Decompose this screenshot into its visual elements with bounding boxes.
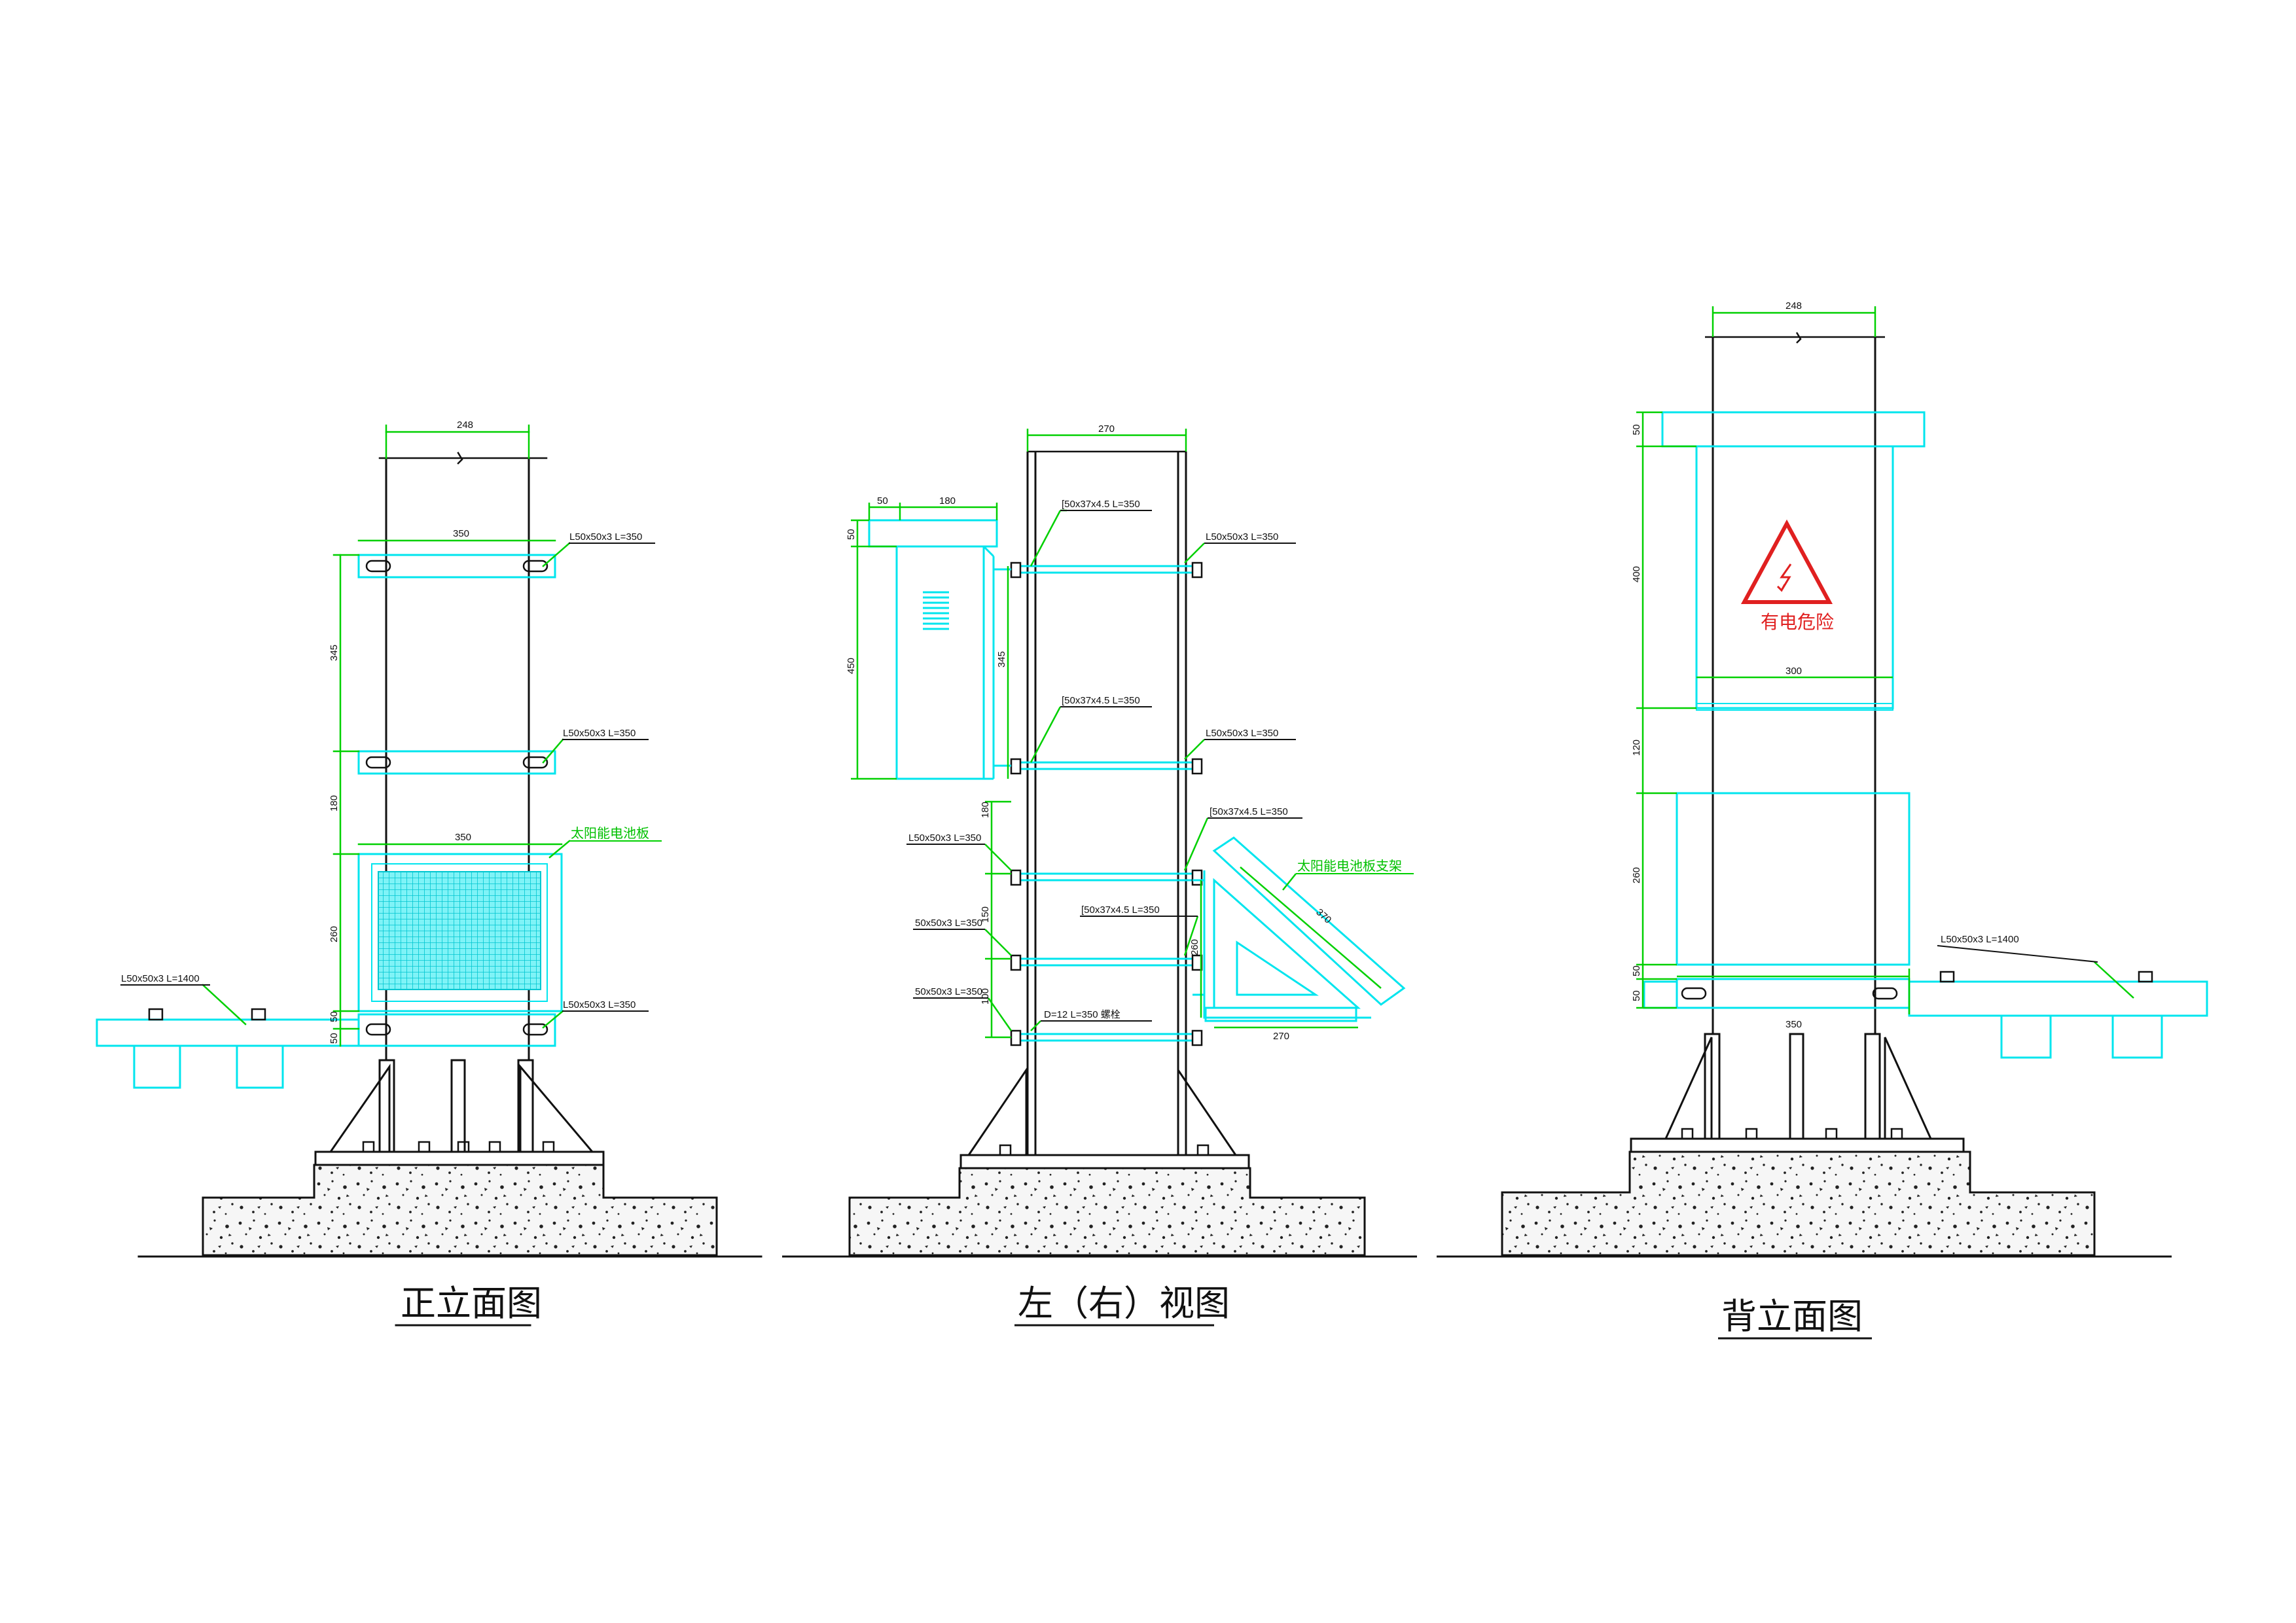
warning-text: 有电危险 — [1761, 612, 1834, 632]
side-label-bolt: D=12 L=350 螺栓 — [1044, 1009, 1121, 1020]
side-solar-bracket — [1193, 836, 1406, 1022]
front-dim-bracket: 350 — [453, 528, 469, 539]
side-dim-vb: 150 — [980, 906, 991, 923]
side-dim-box-v3: 345 — [996, 651, 1007, 668]
back-dim-v2: 400 — [1631, 566, 1642, 582]
back-dim-box-w: 300 — [1785, 666, 1802, 677]
side-dim-vc: 100 — [980, 988, 991, 1005]
side-dim-bracket-v: 260 — [1189, 939, 1200, 955]
front-label-angle-bottom: L50x50x3 L=350 — [563, 999, 636, 1010]
front-label-solar: 太阳能电池板 — [571, 826, 649, 841]
side-view-title: 左（右）视图 — [1018, 1283, 1230, 1324]
side-dim-top: 270 — [1098, 423, 1115, 435]
back-foundation — [1501, 1150, 2096, 1257]
front-dim-v3: 260 — [329, 926, 340, 942]
back-view-title: 背立面图 — [1721, 1296, 1863, 1337]
front-view-title: 正立面图 — [401, 1283, 542, 1324]
front-foundation — [202, 1164, 718, 1257]
side-label-ang-l3: 50x50x3 L=350 — [915, 986, 982, 997]
back-label-arm: L50x50x3 L=1400 — [1941, 934, 2019, 945]
side-label-ch-3: [50x37x4.5 L=350 — [1210, 806, 1288, 817]
back-lower-box — [1676, 792, 1910, 966]
side-label-ch-4: [50x37x4.5 L=350 — [1081, 904, 1160, 916]
back-dim-top: 248 — [1785, 300, 1802, 312]
front-dim-v2: 180 — [329, 795, 340, 812]
side-dim-box-b: 180 — [939, 495, 956, 507]
front-dim-v1: 345 — [329, 645, 340, 661]
front-label-angle-mid: L50x50x3 L=350 — [563, 728, 636, 739]
side-view: 270 50 180 50 450 345 180 150 100 260 27… — [782, 423, 1417, 1327]
side-label-bracket: 太阳能电池板支架 — [1297, 859, 1402, 874]
side-label-ang-l2: 50x50x3 L=350 — [915, 918, 982, 929]
side-label-ang-r1: L50x50x3 L=350 — [1206, 531, 1278, 543]
back-dim-v5: 50 — [1631, 965, 1642, 976]
warning-triangle-icon — [1740, 519, 1833, 604]
side-dim-box-v1: 50 — [846, 529, 857, 540]
side-dim-box-v2: 450 — [846, 658, 857, 674]
side-label-ch-1: [50x37x4.5 L=350 — [1062, 499, 1140, 510]
front-dim-panel: 350 — [455, 832, 471, 843]
back-view: 有电危险 — [1437, 300, 2208, 1340]
front-view: 248 350 350 345 180 260 50 50 L50x50x3 L… — [96, 419, 762, 1327]
front-dim-v5: 50 — [329, 1033, 340, 1044]
back-electrical-box — [1695, 445, 1894, 709]
side-label-ch-2: [50x37x4.5 L=350 — [1062, 695, 1140, 706]
side-label-ang-r2: L50x50x3 L=350 — [1206, 728, 1278, 739]
back-dim-v4: 260 — [1631, 867, 1642, 883]
side-dim-box-a: 50 — [877, 495, 888, 507]
front-solar-panel — [378, 871, 541, 990]
side-dim-va: 180 — [980, 802, 991, 818]
front-label-angle-top: L50x50x3 L=350 — [569, 531, 642, 543]
back-dim-v1: 50 — [1631, 424, 1642, 435]
side-vent-louvers — [923, 591, 949, 630]
side-dim-bracket-h: 270 — [1273, 1031, 1289, 1042]
back-dim-v6: 50 — [1631, 990, 1642, 1001]
front-label-arm: L50x50x3 L=1400 — [121, 973, 200, 984]
front-dim-v4: 50 — [329, 1011, 340, 1022]
back-dim-bottom: 350 — [1785, 1019, 1802, 1030]
front-dim-top: 248 — [457, 419, 473, 431]
back-dim-v3: 120 — [1631, 740, 1642, 756]
side-foundation — [848, 1167, 1366, 1257]
side-label-ang-l1: L50x50x3 L=350 — [908, 832, 981, 844]
